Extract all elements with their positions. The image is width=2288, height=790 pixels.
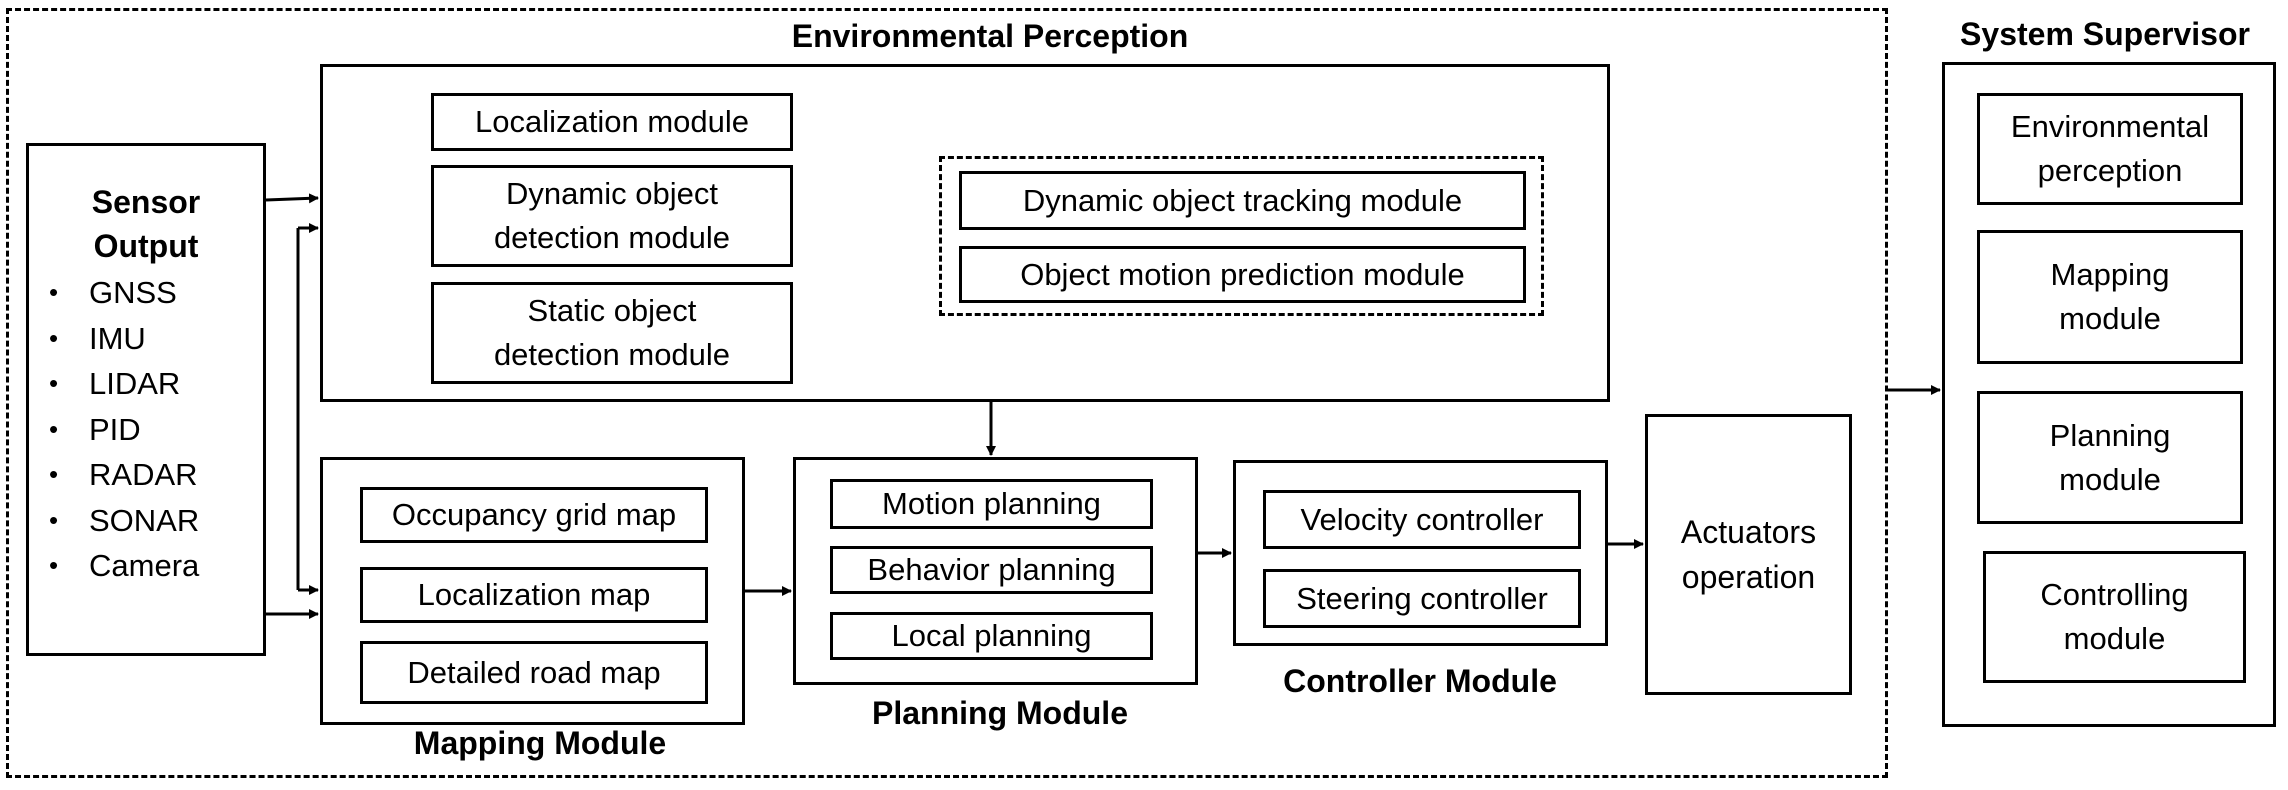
controller-module-title: Controller Module (1283, 663, 1557, 699)
motion-planning: Motion planning (830, 479, 1153, 529)
steering-controller: Steering controller (1263, 569, 1581, 628)
sensor-item-lidar: LIDAR (29, 361, 263, 407)
actuators-operation: Actuators operation (1645, 414, 1852, 695)
sensor-item-imu: IMU (29, 316, 263, 362)
supervisor-controlling-module: Controlling module (1983, 551, 2246, 683)
sensor-item-radar: RADAR (29, 452, 263, 498)
sensor-output-box: Sensor Output GNSS IMU LIDAR PID RADAR S… (26, 143, 266, 656)
dynamic-object-tracking-module: Dynamic object tracking module (959, 171, 1526, 230)
sensor-list: GNSS IMU LIDAR PID RADAR SONAR Camera (29, 270, 263, 589)
behavior-planning: Behavior planning (830, 546, 1153, 594)
detailed-road-map: Detailed road map (360, 641, 708, 704)
sensor-item-gnss: GNSS (29, 270, 263, 316)
system-supervisor-title: System Supervisor (1960, 16, 2250, 52)
system-boundary (6, 8, 1888, 778)
occupancy-grid-map: Occupancy grid map (360, 487, 708, 543)
sensor-item-sonar: SONAR (29, 498, 263, 544)
velocity-controller: Velocity controller (1263, 490, 1581, 549)
sensor-output-title: Sensor Output (91, 184, 201, 264)
static-object-detection-module: Static object detection module (431, 282, 793, 384)
sensor-item-pid: PID (29, 407, 263, 453)
supervisor-mapping-module: Mapping module (1977, 230, 2243, 364)
dynamic-object-detection-module: Dynamic object detection module (431, 165, 793, 267)
tracking-prediction-group (939, 156, 1544, 316)
local-planning: Local planning (830, 612, 1153, 660)
supervisor-environmental-perception: Environmental perception (1977, 93, 2243, 205)
planning-module-title: Planning Module (872, 695, 1128, 731)
object-motion-prediction-module: Object motion prediction module (959, 246, 1526, 303)
mapping-module-title: Mapping Module (413, 725, 667, 761)
supervisor-planning-module: Planning module (1977, 391, 2243, 524)
sensor-item-camera: Camera (29, 543, 263, 589)
localization-module: Localization module (431, 93, 793, 151)
localization-map: Localization map (360, 567, 708, 623)
env-perception-title: Environmental Perception (791, 18, 1189, 54)
